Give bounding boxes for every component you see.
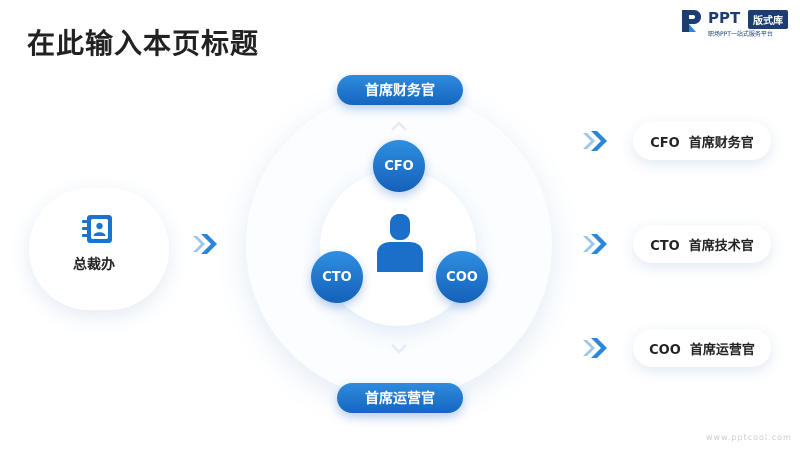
page-title: 在此输入本页标题 (27, 27, 260, 60)
flow-arrow-icon (583, 338, 607, 358)
logo-p-icon (682, 10, 701, 32)
ceo-office-label: 总裁办 (73, 257, 115, 273)
flow-arrow-icon (193, 234, 217, 254)
cfo-role-pill: CFO 首席财务官 (633, 122, 771, 160)
contact-card-icon (82, 215, 112, 243)
cto-node: CTO (311, 251, 363, 303)
brand-logo: PPT 版式库 职场PPT一站式服务平台 (680, 8, 795, 42)
cto-role-pill: CTO 首席技术官 (633, 225, 771, 263)
chevron-up-icon (391, 121, 407, 131)
cfo-top-pill: 首席财务官 (337, 75, 463, 105)
flow-arrow-icon (583, 234, 607, 254)
logo-tagline: 职场PPT一站式服务平台 (708, 31, 773, 38)
coo-role-pill: COO 首席运营官 (633, 329, 771, 367)
ceo-office-card (29, 188, 169, 310)
coo-node: COO (436, 251, 488, 303)
cfo-node: CFO (373, 140, 425, 192)
coo-bottom-pill: 首席运营官 (337, 383, 463, 413)
logo-badge: 版式库 (748, 10, 788, 29)
logo-brand-text: PPT (708, 9, 741, 27)
person-icon (377, 214, 423, 272)
chevron-down-icon (391, 344, 407, 354)
flow-arrow-icon (583, 131, 607, 151)
footer-url: www.pptcool.com (706, 433, 792, 442)
